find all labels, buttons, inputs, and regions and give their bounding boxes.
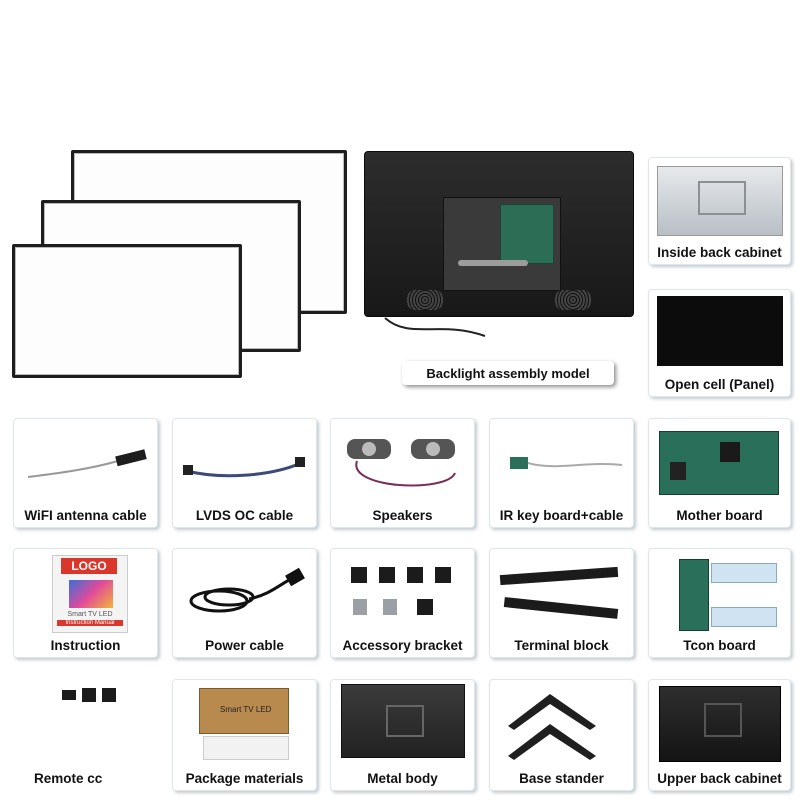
foam-insert-icon	[203, 736, 289, 760]
card-ir-key-board[interactable]: IR key board+cable	[489, 418, 634, 528]
stand-icon	[508, 694, 596, 760]
card-label: Mother board	[676, 508, 763, 523]
package-box-text: Smart TV LED	[220, 705, 272, 714]
card-lvds-cable[interactable]: LVDS OC cable	[172, 418, 317, 528]
wire-bundle-icon	[458, 260, 528, 266]
manual-product-text: Smart TV LED	[67, 611, 113, 618]
terminal-block-icon	[499, 566, 620, 623]
card-accessory-bracket[interactable]: Accessory bracket	[330, 548, 475, 658]
card-label: LVDS OC cable	[195, 508, 294, 523]
card-terminal-block[interactable]: Terminal block	[489, 548, 634, 658]
motherboard-icon	[659, 431, 779, 495]
card-label: WiFI antenna cable	[24, 508, 147, 523]
card-label: Terminal block	[514, 638, 609, 653]
card-remote[interactable]: Remote cc	[13, 679, 158, 791]
card-instruction[interactable]: LOGO Smart TV LED Instruction Manual Ins…	[13, 548, 158, 658]
tcon-board-icon	[659, 559, 779, 631]
card-label: Inside back cabinet	[657, 245, 782, 260]
antenna-cable-icon	[27, 449, 147, 478]
tv-back-view	[364, 151, 634, 317]
card-label: Speakers	[372, 508, 433, 523]
speakers-icon	[347, 439, 456, 487]
speaker-grille-right-icon	[555, 290, 591, 310]
logo-badge: LOGO	[61, 558, 117, 574]
power-cord-icon	[384, 317, 486, 337]
inside-back-cabinet-icon	[657, 166, 783, 236]
card-label: Instruction	[50, 638, 121, 653]
card-label: Base stander	[519, 771, 604, 786]
backlight-panel-small	[12, 244, 242, 378]
metal-body-icon	[341, 684, 465, 758]
card-label: Package materials	[185, 771, 304, 786]
speaker-grille-left-icon	[407, 290, 443, 310]
manual-subtitle: Instruction Manual	[57, 620, 123, 626]
remote-icon	[62, 688, 122, 704]
power-cable-icon	[189, 567, 305, 613]
card-label: Upper back cabinet	[657, 771, 782, 786]
backlight-assembly-label: Backlight assembly model	[402, 361, 614, 385]
card-label: Remote cc	[34, 771, 103, 786]
card-open-cell[interactable]: Open cell (Panel)	[648, 289, 791, 397]
card-label: Power cable	[205, 638, 284, 653]
lvds-cable-icon	[183, 457, 305, 478]
main-board-icon	[500, 204, 554, 264]
card-label: IR key board+cable	[499, 508, 624, 523]
package-icon: Smart TV LED	[199, 688, 289, 734]
ir-board-icon	[510, 457, 623, 469]
open-cell-panel-icon	[657, 296, 783, 366]
card-tcon-board[interactable]: Tcon board	[648, 548, 791, 658]
card-label: Metal body	[367, 771, 438, 786]
manual-icon: LOGO Smart TV LED Instruction Manual	[52, 555, 128, 633]
manual-tv-icon	[69, 580, 113, 608]
card-upper-back-cabinet[interactable]: Upper back cabinet	[648, 679, 791, 791]
card-label: Tcon board	[683, 638, 756, 653]
back-cabinet-icon	[659, 686, 781, 762]
card-metal-body[interactable]: Metal body	[330, 679, 475, 791]
card-label: Open cell (Panel)	[664, 377, 775, 392]
card-mother-board[interactable]: Mother board	[648, 418, 791, 528]
card-inside-back-cabinet[interactable]: Inside back cabinet	[648, 157, 791, 265]
card-power-cable[interactable]: Power cable	[172, 548, 317, 658]
card-base-stander[interactable]: Base stander	[489, 679, 634, 791]
card-wifi-antenna-cable[interactable]: WiFI antenna cable	[13, 418, 158, 528]
bracket-icon	[351, 567, 455, 627]
card-package-materials[interactable]: Smart TV LED Package materials	[172, 679, 317, 791]
card-label: Accessory bracket	[342, 638, 463, 653]
rear-panel-opening	[443, 197, 561, 291]
card-speakers[interactable]: Speakers	[330, 418, 475, 528]
